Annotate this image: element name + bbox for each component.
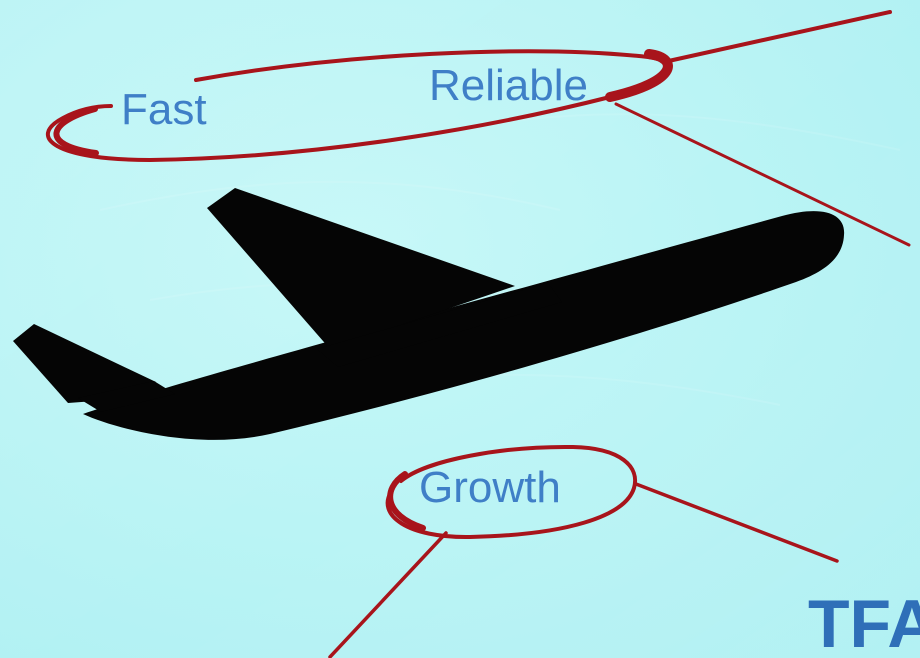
label-fast: Fast: [121, 88, 207, 132]
label-tfa: TFA: [808, 590, 920, 658]
label-growth: Growth: [419, 466, 561, 510]
label-reliable: Reliable: [429, 64, 588, 108]
